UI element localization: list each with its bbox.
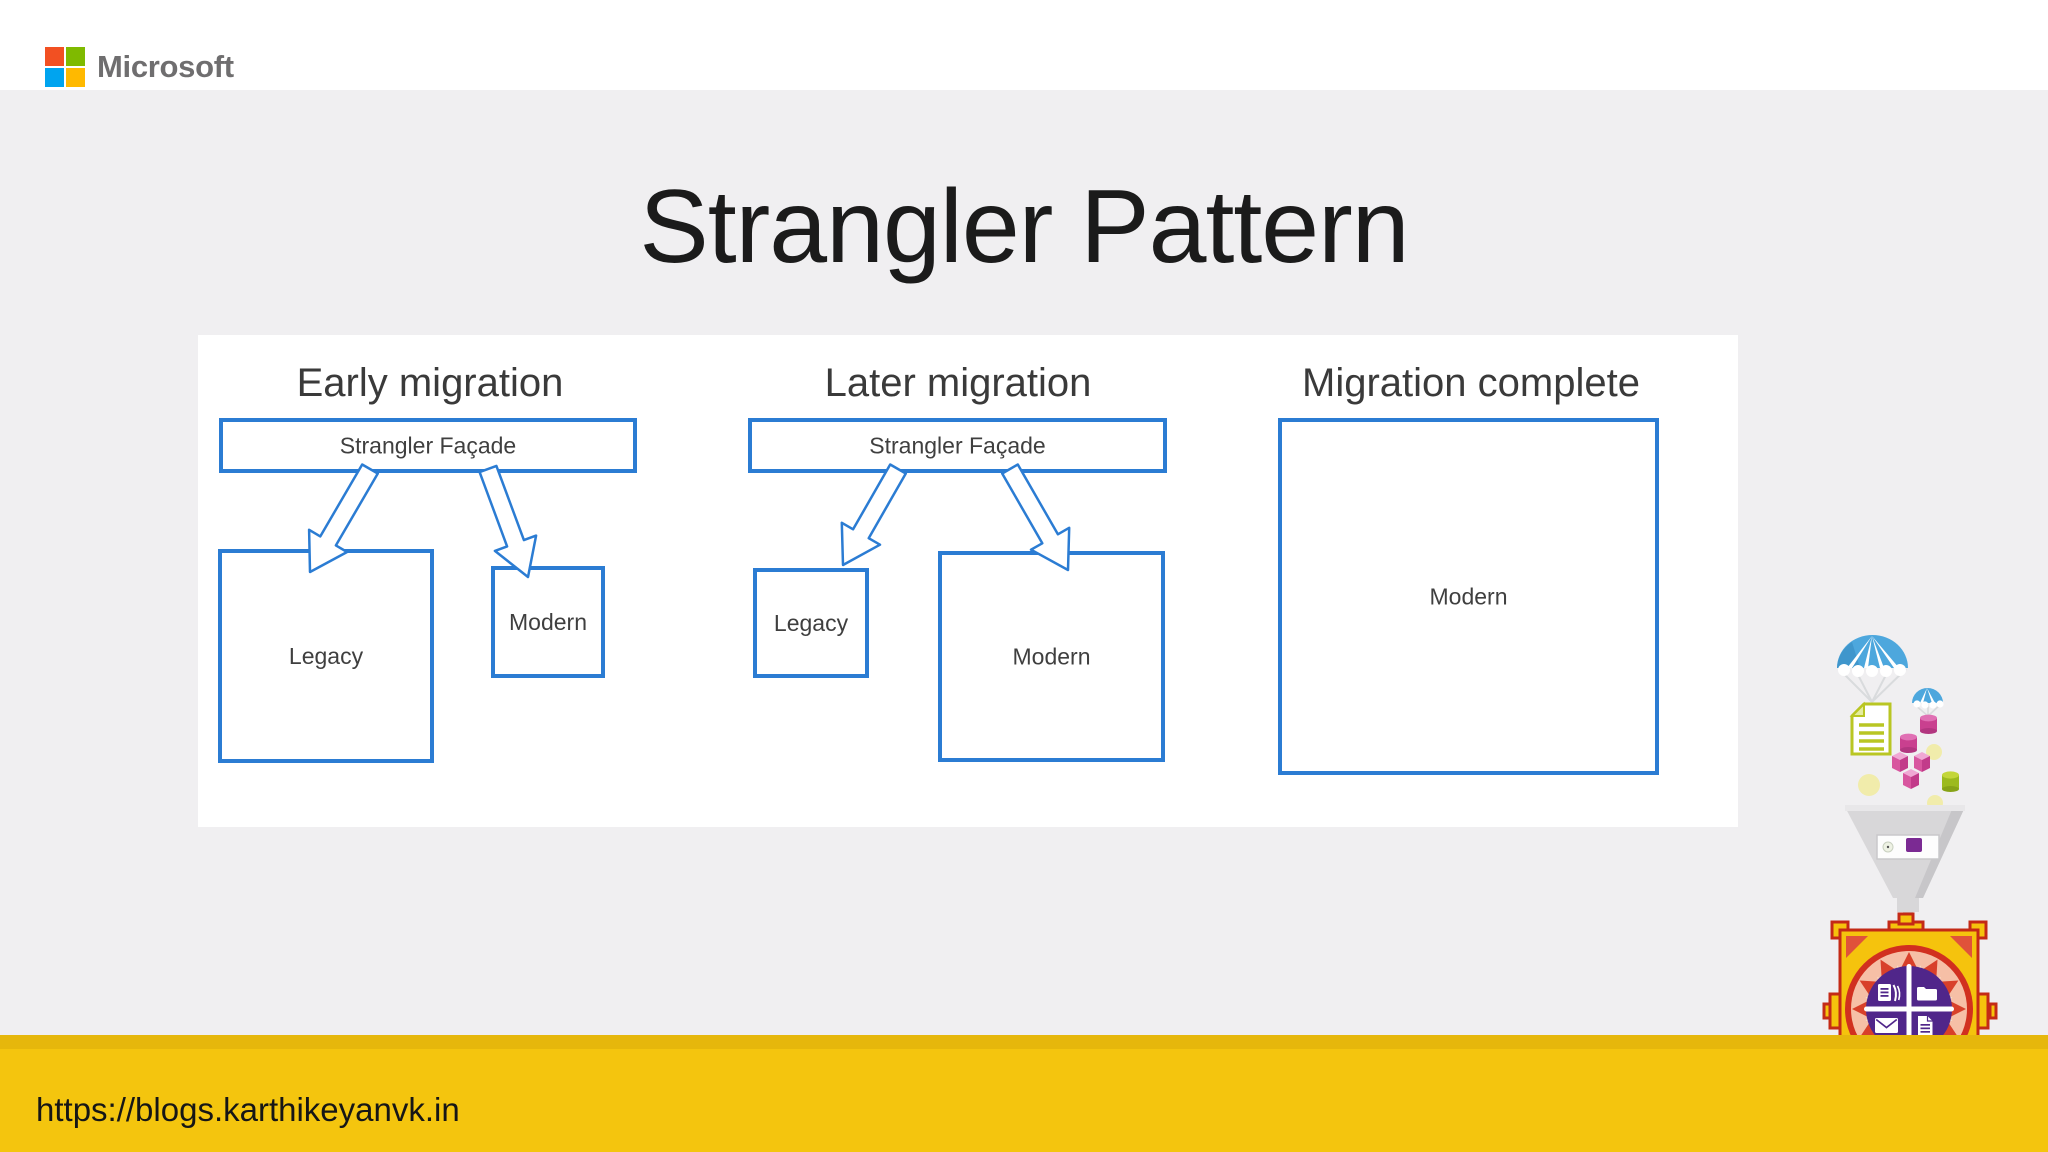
diagram-box-facade: [748, 418, 1167, 473]
microsoft-wordmark: Microsoft: [97, 49, 234, 84]
docs-copy-icon: [1878, 984, 1901, 1002]
arrow-icon: [840, 463, 908, 567]
header-bar: Microsoft: [0, 0, 2048, 90]
diagram-box-label: Modern: [509, 609, 587, 635]
diagram-box-modern: [938, 551, 1165, 762]
column-heading: Early migration: [297, 361, 564, 405]
diagram-box-label: Legacy: [289, 643, 364, 669]
diagram-box-label: Modern: [1430, 584, 1508, 610]
column-heading: Migration complete: [1302, 361, 1640, 405]
arrow-icon: [478, 464, 538, 579]
blog-url-link[interactable]: https://blogs.karthikeyanvk.in: [36, 1091, 460, 1128]
page-icon: [1918, 1016, 1933, 1036]
diagram-box-legacy: [753, 568, 869, 678]
bubble-icon: [1858, 774, 1880, 796]
arrow-icon: [1000, 463, 1071, 572]
diagram-box-modern: [1278, 418, 1659, 775]
folder-icon: [1917, 987, 1937, 1001]
document-icon: [1849, 701, 1892, 756]
diagram-box-legacy: [218, 549, 434, 763]
microsoft-logo: Microsoft: [45, 47, 234, 87]
diagram-box-modern: [491, 566, 605, 678]
diagram-box-facade: [219, 418, 637, 473]
package-cubes-icon: [1892, 752, 1930, 789]
footer-bar: [0, 1035, 2048, 1152]
microsoft-squares-icon: [45, 47, 85, 87]
parachute-icon: [1837, 635, 1908, 703]
diagram-box-label: Strangler Façade: [869, 433, 1045, 459]
package-cylinder-icon: [1900, 733, 1917, 753]
small-parachute-icon: [1912, 688, 1944, 734]
arrow-icon: [307, 463, 380, 574]
diagram-box-label: Modern: [1013, 644, 1091, 670]
page-title: Strangler Pattern: [639, 169, 1409, 285]
envelope-icon: [1875, 1018, 1898, 1033]
green-cylinder-icon: [1942, 771, 1959, 792]
diagram-box-label: Legacy: [774, 610, 849, 636]
diagram-box-label: Strangler Façade: [340, 433, 516, 459]
funnel-icon: [1845, 805, 1965, 921]
column-heading: Later migration: [825, 361, 1092, 405]
